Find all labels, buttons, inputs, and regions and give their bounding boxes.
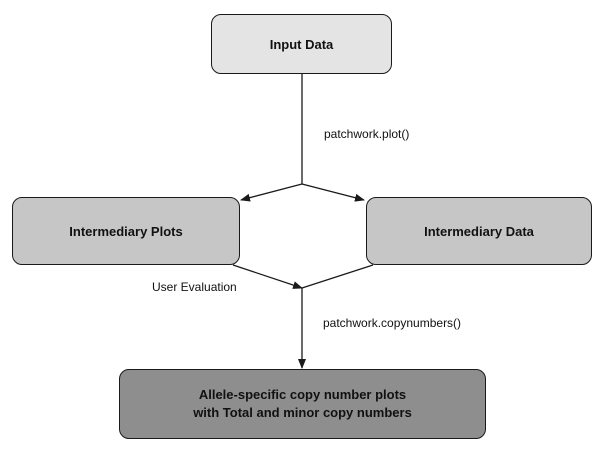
input-data-label: Input Data — [269, 36, 334, 52]
intermediary-data-label: Intermediary Data — [424, 223, 534, 239]
intermediary-data-node: Intermediary Data — [366, 197, 592, 265]
output-label-line1: Allele-specific copy number plots — [198, 387, 407, 402]
intermediary-plots-label: Intermediary Plots — [69, 223, 183, 239]
arrow-to-data — [301, 183, 365, 202]
user-evaluation-edge-label: User Evaluation — [152, 280, 237, 294]
patchwork-copynumbers-edge-label: patchwork.copynumbers() — [323, 316, 462, 330]
copy-number-plots-node: Allele-specific copy number plots with T… — [119, 369, 486, 439]
connector-plots-merge — [232, 264, 303, 289]
patchwork-plot-edge-label: patchwork.plot() — [324, 127, 410, 141]
input-data-node: Input Data — [211, 14, 392, 74]
arrow-to-plots — [240, 183, 303, 202]
intermediary-plots-node: Intermediary Plots — [12, 197, 240, 265]
output-label-line2: with Total and minor copy numbers — [193, 405, 412, 420]
connector-data-merge — [301, 264, 374, 289]
